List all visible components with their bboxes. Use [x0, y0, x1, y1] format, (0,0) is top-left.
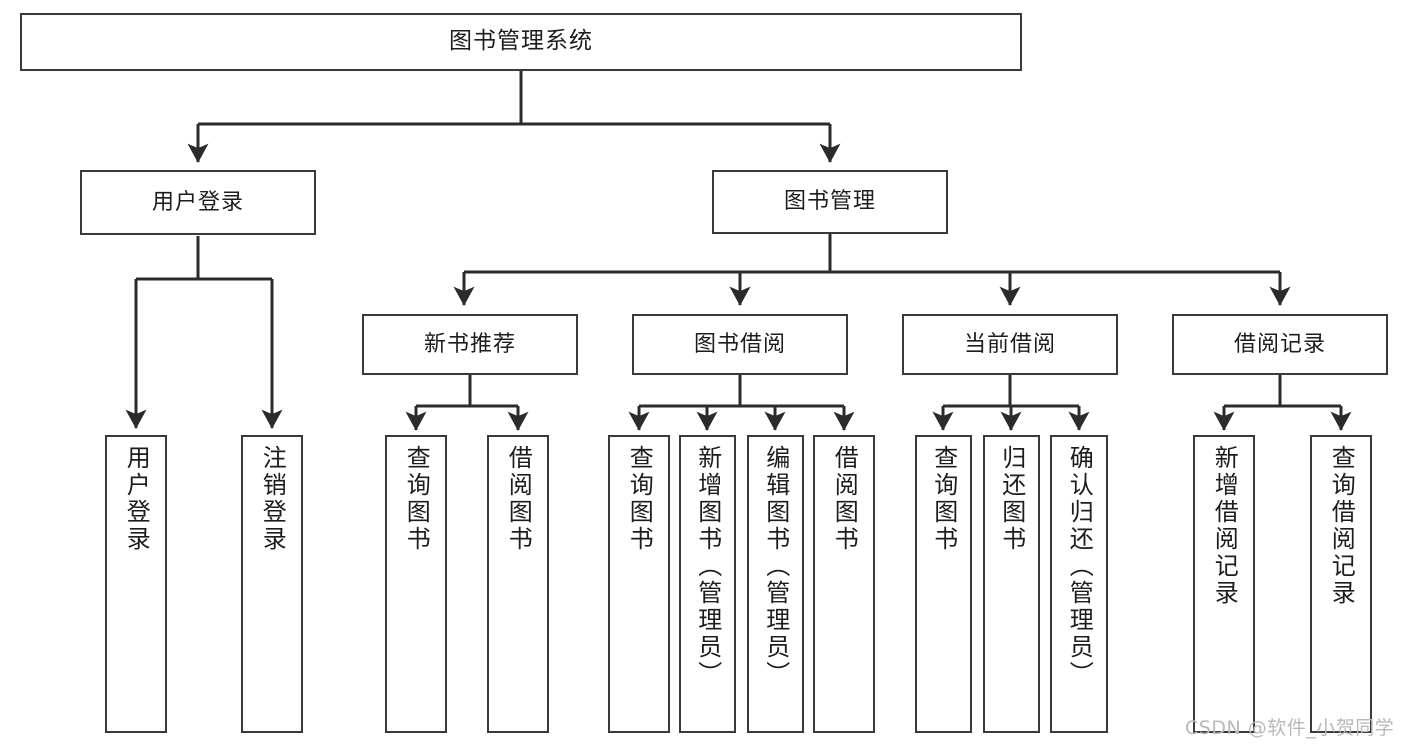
node-label: 确认归还（管理员）: [1065, 445, 1094, 688]
node-label: 用户登录: [122, 445, 151, 553]
leaf-current-borrow-query-book[interactable]: 查询图书: [915, 435, 972, 733]
leaf-book-borrow-borrow-book[interactable]: 借阅图书: [813, 435, 875, 733]
node-label: 图书管理系统: [449, 28, 593, 55]
node-label: 注销登录: [258, 445, 287, 553]
node-root-book-management-system[interactable]: 图书管理系统: [20, 13, 1022, 71]
leaf-user-login-login[interactable]: 用户登录: [105, 435, 167, 733]
node-book-borrow[interactable]: 图书借阅: [632, 314, 848, 375]
node-label: 当前借阅: [963, 331, 1056, 357]
node-label: 用户登录: [151, 189, 244, 215]
leaf-book-borrow-query-book[interactable]: 查询图书: [608, 435, 670, 733]
leaf-borrow-record-add-record[interactable]: 新增借阅记录: [1193, 435, 1255, 733]
node-new-book-recommend[interactable]: 新书推荐: [362, 314, 578, 375]
csdn-watermark: CSDN @软件_小贺同学: [1185, 717, 1395, 739]
leaf-new-book-borrow-book[interactable]: 借阅图书: [487, 435, 549, 733]
node-label: 查询图书: [929, 445, 958, 553]
node-label: 查询借阅记录: [1327, 445, 1356, 607]
node-label: 新增图书（管理员）: [693, 445, 722, 688]
node-label: 查询图书: [402, 445, 431, 553]
node-label: 图书借阅: [693, 331, 786, 357]
leaf-book-borrow-add-book-admin[interactable]: 新增图书（管理员）: [679, 435, 736, 733]
node-label: 查询图书: [625, 445, 654, 553]
node-current-borrow[interactable]: 当前借阅: [902, 314, 1118, 375]
node-label: 新增借阅记录: [1210, 445, 1239, 607]
node-label: 借阅记录: [1233, 331, 1326, 357]
node-book-management[interactable]: 图书管理: [712, 170, 948, 234]
node-label: 图书管理: [783, 189, 876, 215]
node-label: 借阅图书: [504, 445, 533, 553]
node-borrow-record[interactable]: 借阅记录: [1172, 314, 1388, 375]
node-label: 编辑图书（管理员）: [761, 445, 790, 688]
node-label: 借阅图书: [830, 445, 859, 553]
leaf-new-book-query-book[interactable]: 查询图书: [385, 435, 447, 733]
leaf-book-borrow-edit-book-admin[interactable]: 编辑图书（管理员）: [747, 435, 804, 733]
node-label: 归还图书: [997, 445, 1026, 553]
leaf-current-borrow-return-book[interactable]: 归还图书: [983, 435, 1040, 733]
leaf-current-borrow-confirm-return-admin[interactable]: 确认归还（管理员）: [1050, 435, 1108, 733]
node-user-login[interactable]: 用户登录: [80, 170, 316, 235]
leaf-user-login-logout[interactable]: 注销登录: [241, 435, 303, 733]
leaf-borrow-record-query-record[interactable]: 查询借阅记录: [1310, 435, 1372, 733]
node-label: 新书推荐: [423, 331, 516, 357]
